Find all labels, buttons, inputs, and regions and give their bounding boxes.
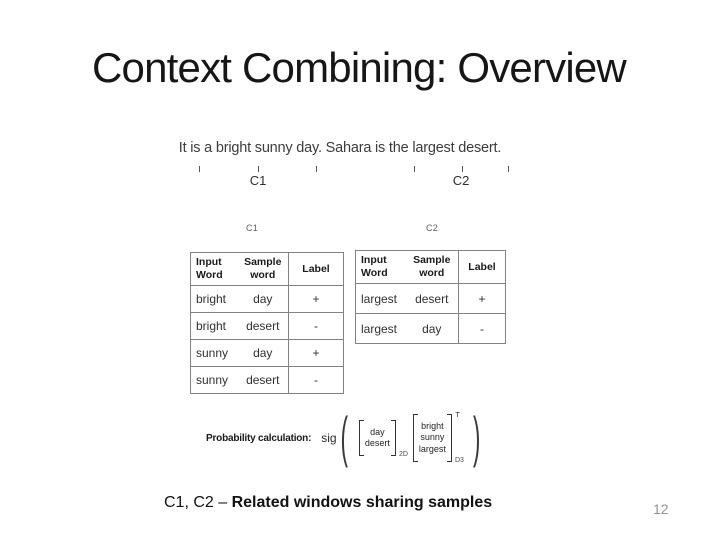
close-paren: ) <box>472 404 481 469</box>
example-sentence: It is a bright sunny day. Sahara is the … <box>178 140 502 156</box>
cell-sample-word: desert <box>237 312 289 340</box>
cell-label: - <box>458 313 506 344</box>
cell-input-word: largest <box>355 283 406 314</box>
brace-label-c2: C2 <box>452 173 470 188</box>
formula-label: Probability calculation: <box>206 432 312 444</box>
matrix-entry: sunny <box>420 432 445 443</box>
page-number: 12 <box>653 501 669 517</box>
probability-formula: Probability calculation: sig ( day deser… <box>206 404 484 470</box>
cell-label: - <box>288 312 344 340</box>
column-header: Input Word <box>196 256 223 281</box>
cell-label: + <box>288 285 344 313</box>
cell-label: - <box>288 366 344 394</box>
slide-note: C1, C2 – Related windows sharing samples <box>164 494 492 512</box>
table-row: largest day - <box>355 313 506 344</box>
slide-title: Context Combining: Overview <box>92 44 627 91</box>
table-row: largest desert + <box>355 283 506 314</box>
matrix-dimension: D3 <box>454 456 464 464</box>
underbrace-c1 <box>199 166 317 172</box>
table-header-row: Input Word Sample word Label <box>191 252 344 286</box>
cell-input-word: sunny <box>190 339 238 367</box>
cell-sample-word: day <box>405 313 459 344</box>
cell-input-word: bright <box>190 312 238 340</box>
transpose-symbol: T <box>455 410 460 420</box>
slide-note-emphasis: Related windows sharing samples <box>231 494 493 511</box>
table-row: sunny desert - <box>190 366 344 394</box>
column-header: Input Word <box>361 254 388 279</box>
brace-label-c1: C1 <box>249 173 267 188</box>
table-row: sunny day + <box>190 339 344 367</box>
table1-caption: C1 <box>246 223 258 233</box>
matrix-entry: bright <box>421 421 444 432</box>
input-matrix: bright sunny largest T D3 <box>412 410 464 464</box>
open-paren: ( <box>340 404 348 469</box>
cell-sample-word: desert <box>237 366 289 394</box>
cell-label: + <box>288 339 344 367</box>
column-header: Label <box>458 250 506 284</box>
cell-input-word: largest <box>355 313 406 344</box>
cell-input-word: sunny <box>190 366 238 394</box>
matrix-entry: desert <box>364 438 390 448</box>
context-matrix: day desert 2D <box>358 419 408 458</box>
sigmoid-function: sig <box>321 431 337 445</box>
column-header: Label <box>288 252 344 286</box>
samples-table-c2: Input Word Sample word Label largest des… <box>355 250 506 344</box>
matrix-entry: day <box>370 426 385 437</box>
column-header: Sample word <box>244 256 282 281</box>
cell-sample-word: desert <box>405 283 459 314</box>
table-header-row: Input Word Sample word Label <box>356 250 506 284</box>
underbrace-c2 <box>414 166 509 172</box>
column-header: Sample word <box>413 254 451 279</box>
cell-input-word: bright <box>190 285 238 313</box>
cell-sample-word: day <box>237 339 289 367</box>
cell-sample-word: day <box>237 285 289 313</box>
table2-caption: C2 <box>426 223 438 233</box>
table-row: bright day + <box>190 285 344 313</box>
matrix-dimension: 2D <box>398 451 408 459</box>
matrix-entry: largest <box>418 443 446 454</box>
cell-label: + <box>458 283 506 314</box>
samples-table-c1: Input Word Sample word Label bright day … <box>190 252 344 394</box>
slide-note-prefix: C1, C2 – <box>164 494 232 511</box>
table-row: bright desert - <box>190 312 344 340</box>
